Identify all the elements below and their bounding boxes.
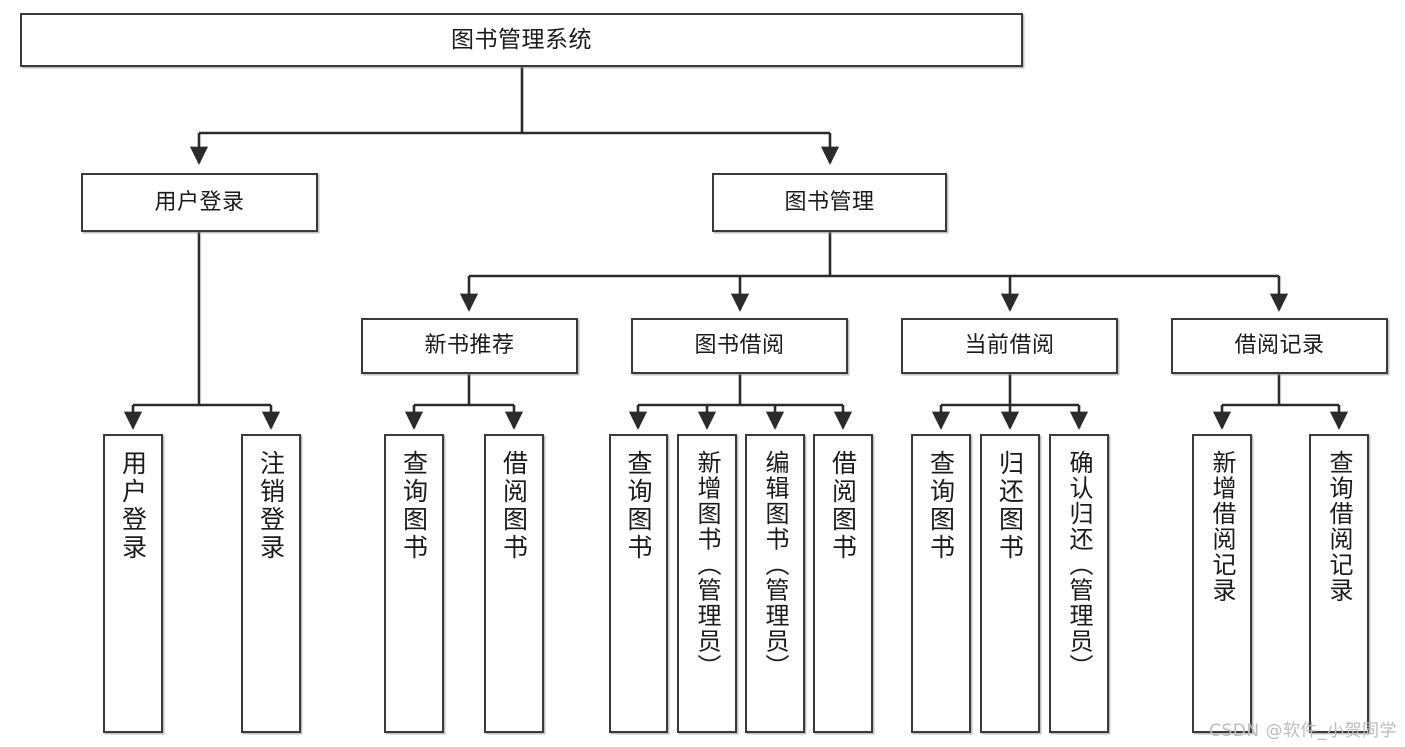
node-book-borrow[interactable]: 图书借阅 bbox=[631, 318, 848, 374]
node-book-management[interactable]: 图书管理 bbox=[712, 173, 947, 232]
node-label: 新增借阅记录 bbox=[1208, 450, 1236, 603]
node-label: 新书推荐 bbox=[424, 333, 515, 358]
node-label: 借阅图书 bbox=[828, 450, 858, 562]
node-label: 注销登录 bbox=[256, 450, 286, 562]
leaf-return-book[interactable]: 归还图书 bbox=[980, 434, 1040, 733]
node-label: 归还图书 bbox=[995, 450, 1025, 562]
node-label: 用户登录 bbox=[118, 450, 148, 562]
node-label: 查询图书 bbox=[399, 450, 429, 562]
node-label: 确认归还（管理员） bbox=[1065, 450, 1093, 680]
node-label: 查询图书 bbox=[926, 450, 956, 562]
node-label: 图书管理系统 bbox=[451, 26, 592, 53]
node-label: 借阅记录 bbox=[1234, 333, 1325, 358]
leaf-edit-book-admin[interactable]: 编辑图书（管理员） bbox=[745, 434, 805, 733]
node-user-login[interactable]: 用户登录 bbox=[81, 173, 318, 232]
leaf-user-login[interactable]: 用户登录 bbox=[103, 434, 163, 733]
node-borrow-record[interactable]: 借阅记录 bbox=[1171, 318, 1388, 374]
leaf-query-book-current[interactable]: 查询图书 bbox=[911, 434, 971, 733]
node-label: 图书管理 bbox=[784, 189, 875, 215]
node-label: 用户登录 bbox=[154, 189, 245, 215]
node-label: 新增图书（管理员） bbox=[693, 450, 721, 680]
node-label: 当前借阅 bbox=[964, 333, 1055, 358]
leaf-query-book-recommend[interactable]: 查询图书 bbox=[384, 434, 444, 733]
node-root-book-management-system[interactable]: 图书管理系统 bbox=[20, 13, 1023, 67]
leaf-borrow-book[interactable]: 借阅图书 bbox=[813, 434, 873, 733]
leaf-confirm-return-admin[interactable]: 确认归还（管理员） bbox=[1049, 434, 1109, 733]
leaf-query-book-borrow[interactable]: 查询图书 bbox=[609, 434, 668, 733]
csdn-watermark: CSDN @软件_小贺同学 bbox=[1209, 721, 1397, 741]
node-label: 图书借阅 bbox=[694, 333, 785, 358]
node-label: 查询图书 bbox=[624, 450, 653, 562]
leaf-logout-login[interactable]: 注销登录 bbox=[241, 434, 301, 733]
leaf-add-book-admin[interactable]: 新增图书（管理员） bbox=[677, 434, 737, 733]
node-new-book-recommend[interactable]: 新书推荐 bbox=[361, 318, 578, 374]
node-label: 查询借阅记录 bbox=[1325, 450, 1353, 603]
leaf-borrow-book-recommend[interactable]: 借阅图书 bbox=[484, 434, 544, 733]
node-label: 借阅图书 bbox=[499, 450, 529, 562]
leaf-query-borrow-record[interactable]: 查询借阅记录 bbox=[1309, 434, 1369, 733]
node-current-borrow[interactable]: 当前借阅 bbox=[901, 318, 1118, 374]
leaf-add-borrow-record[interactable]: 新增借阅记录 bbox=[1192, 434, 1252, 733]
node-label: 编辑图书（管理员） bbox=[761, 450, 789, 680]
